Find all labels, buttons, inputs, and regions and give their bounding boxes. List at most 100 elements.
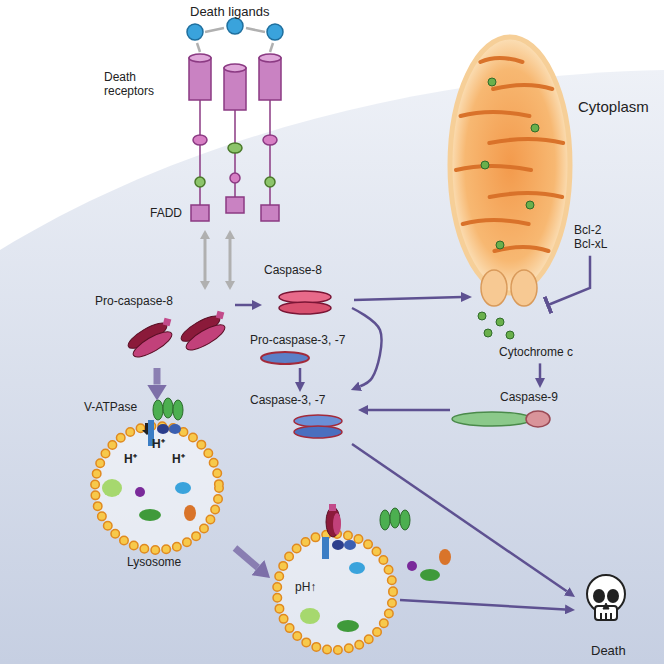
caspase-9-icon: [526, 411, 550, 427]
damaged-lysosome: [400, 510, 410, 530]
pro-caspase-3-icon: [261, 352, 309, 364]
lysosome: Lysosome: [85, 398, 235, 573]
connector-arrow: [548, 256, 590, 305]
connector-arrow: [352, 444, 567, 591]
proton-label: H⁺: [152, 437, 165, 451]
death-receptors: [230, 173, 240, 183]
skull: [600, 613, 602, 620]
receptor-label: Death receptors: [104, 70, 182, 99]
connector-arrow: [539, 363, 542, 378]
damaged-lysosome: [390, 508, 400, 528]
v-atpase: [153, 400, 163, 420]
lysosome: [95, 426, 219, 550]
pro-caspase-3: Pro-caspase-3, -7: [245, 332, 355, 368]
node-label: Lysosome: [127, 555, 181, 569]
caspase-8: Caspase-8: [262, 262, 352, 318]
death-receptors: [199, 100, 201, 205]
damaged-lysosome: [322, 537, 329, 559]
caspase-3-icon: [294, 415, 342, 438]
caspase-8-icon: [279, 291, 331, 303]
death-receptors: [261, 205, 279, 221]
death-receptors: [259, 54, 281, 62]
pro-caspase-3-icon: [261, 352, 309, 364]
node-label: Caspase-8: [264, 263, 322, 277]
caspase-8-icon: [279, 302, 331, 314]
skull: [605, 613, 607, 620]
pro-caspase-8-icon: [216, 311, 225, 320]
mitochondrion: [526, 201, 534, 209]
text-box: Caspase-8: [264, 263, 322, 277]
cristae: [461, 112, 530, 116]
caspase-9-icon: [452, 412, 532, 426]
caspase-8-to-mitochondrion-arrow: [354, 297, 462, 300]
text-box: Death: [591, 643, 626, 659]
damaged-lysosome: [380, 510, 390, 530]
proton-label: H⁺: [172, 452, 185, 466]
connector-arrow: [154, 368, 161, 385]
damaged-lysosome: [326, 507, 340, 537]
mitochondrion: [450, 37, 570, 306]
text-box: Cytochrome c: [499, 345, 573, 359]
death-receptors: [195, 177, 205, 187]
lysosome: [184, 505, 196, 521]
damaged-lysosome: [277, 534, 393, 650]
damaged-lysosome: [300, 608, 320, 624]
connector-arrow: [400, 600, 565, 609]
connector-arrow: [299, 368, 302, 382]
node-label: Death: [591, 643, 626, 659]
cristae: [493, 85, 552, 89]
mitochondrion: [511, 270, 537, 306]
node-label: pH↑: [295, 580, 316, 594]
pro-caspase-8-icon: [125, 315, 181, 361]
node-label: Caspase-9: [500, 390, 558, 404]
lysosome: [139, 509, 161, 521]
connector-arrow: [204, 239, 207, 281]
v-atpase-label: V-ATPase: [84, 400, 137, 414]
text-box: Caspase-9: [500, 390, 558, 404]
node-label: Pro-caspase-8: [95, 294, 173, 308]
death-ligands: [197, 43, 200, 52]
skull: [603, 603, 609, 609]
death-receptors: [263, 135, 277, 145]
cytochrome-c-dots: [478, 312, 486, 320]
death: Death: [575, 570, 637, 663]
ligand-label: Death ligands: [190, 4, 270, 20]
damaged-lysosome: [277, 534, 393, 650]
death-receptors: [228, 143, 242, 153]
text-box: Pro-caspase-3, -7: [250, 333, 345, 347]
damaged-lysosome: [329, 504, 336, 511]
death-ligands: [205, 28, 224, 32]
death-receptors: [224, 68, 246, 110]
fadd-group: FADD: [148, 190, 288, 230]
cytochrome-c-dots: [478, 312, 514, 339]
death-receptors: [191, 205, 209, 221]
cristae: [490, 193, 562, 197]
skull: [587, 575, 625, 613]
death-ligands: [187, 24, 203, 40]
cristae: [456, 58, 563, 251]
connector-arrow: [352, 308, 382, 386]
lysosome: [95, 423, 219, 550]
skull: [587, 575, 625, 620]
cytochrome-c-dots: [484, 329, 492, 337]
mitochondrion: [531, 124, 539, 132]
text-box: Bcl-2 Bcl-xL: [574, 223, 620, 252]
caspase-8-to-mitochondrion-arrow: [461, 292, 472, 302]
v-atpase: [173, 400, 183, 420]
death-ligands: [197, 28, 273, 52]
caspase-3-icon: [294, 426, 342, 438]
death-receptors: [259, 58, 281, 100]
pro-caspase-8-icon: [130, 327, 175, 361]
damaged-lysosome: [349, 562, 365, 574]
region-label: Cytoplasm: [578, 98, 649, 116]
lysosome: [135, 487, 145, 497]
death-ligands: [246, 28, 265, 32]
damaged-lysosome: [333, 513, 341, 535]
caspase-8-icon: [279, 291, 331, 314]
skull: [594, 590, 604, 602]
pro-caspase-8-icon: [178, 308, 234, 354]
caspase-8-to-mitochondrion-arrow: [354, 292, 472, 302]
damaged-lysosome: [407, 561, 417, 571]
